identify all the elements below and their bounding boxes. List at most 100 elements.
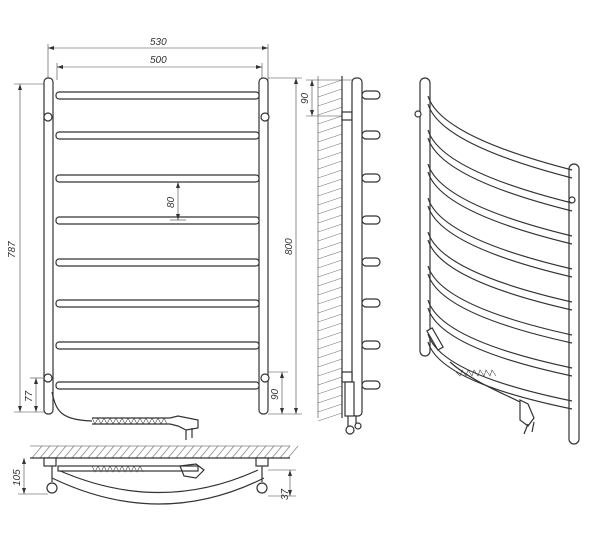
hatch-line — [39, 445, 51, 459]
hatch-line — [317, 169, 343, 179]
hatch-line — [317, 394, 343, 404]
hatch-line — [317, 106, 343, 116]
hatch-line — [317, 412, 343, 422]
side-rail-stub — [361, 340, 381, 350]
hatch-line — [317, 295, 343, 305]
hatch-line — [317, 241, 343, 251]
dim-overall-width: 530 — [150, 37, 167, 48]
hatch-line — [317, 187, 343, 197]
perspective-rails — [427, 95, 573, 410]
hatch-line — [317, 124, 343, 134]
hatch-line — [317, 403, 343, 413]
hatch-line — [279, 445, 291, 459]
hatch-line — [63, 445, 75, 459]
hatch-line — [143, 445, 155, 459]
hatch-line — [317, 151, 343, 161]
side-rail-stub — [361, 215, 381, 225]
hatch-line — [239, 445, 251, 459]
hatch-line — [47, 445, 59, 459]
perspective-rail-edge — [427, 333, 573, 402]
hatch-line — [317, 97, 343, 107]
hatch-line — [263, 445, 275, 459]
dim-rail-spacing: 80 — [166, 196, 177, 208]
hatch-line — [317, 277, 343, 287]
front-rail — [55, 174, 260, 183]
hatch-line — [111, 445, 123, 459]
hatch-line — [317, 385, 343, 395]
hatch-line — [317, 223, 343, 233]
hatch-line — [255, 445, 267, 459]
hatch-line — [317, 142, 343, 152]
hatch-line — [317, 79, 343, 89]
hatch-line — [287, 445, 299, 459]
side-rail-stub — [361, 130, 381, 140]
hatch-line — [317, 115, 343, 125]
dim-center-width: 500 — [150, 55, 167, 66]
hatch-line — [207, 445, 219, 459]
hatch-line — [317, 232, 343, 242]
hatch-line — [159, 445, 171, 459]
wall-hatch — [317, 79, 343, 422]
perspective-rail-edge — [427, 197, 573, 270]
hatch-line — [175, 445, 187, 459]
front-rail — [55, 299, 260, 308]
side-rail-stubs — [361, 90, 381, 390]
perspective-rail-edge — [427, 95, 573, 171]
hatch-line — [79, 445, 91, 459]
perspective-rail-edge — [427, 265, 573, 336]
dim-overall-height: 787 — [7, 241, 18, 258]
hatch-line — [167, 445, 179, 459]
dim-top-offset: 90 — [300, 92, 311, 104]
side-rail-stub — [361, 298, 381, 308]
front-rail — [55, 91, 260, 100]
dim-bottom-offset: 90 — [270, 388, 281, 400]
perspective-rail-edge — [427, 231, 573, 303]
hatch-line — [317, 268, 343, 278]
hatch-line — [317, 88, 343, 98]
side-rail-stub — [361, 257, 381, 267]
hatch-line — [119, 445, 131, 459]
front-rails — [55, 91, 260, 390]
perspective-rail-edge — [427, 341, 573, 410]
dim-depth-total: 105 — [12, 469, 23, 486]
top-view: 105 37 — [12, 445, 299, 505]
hatch-line — [135, 445, 147, 459]
hatch-line — [199, 445, 211, 459]
hatch-line — [317, 349, 343, 359]
hatch-line — [317, 340, 343, 350]
hatch-line — [317, 259, 343, 269]
hatch-line — [317, 322, 343, 332]
side-rail-stub — [361, 173, 381, 183]
hatch-line — [317, 331, 343, 341]
perspective-rail-edge — [427, 163, 573, 237]
hatch-line — [317, 133, 343, 143]
hatch-line — [317, 214, 343, 224]
hatch-line — [127, 445, 139, 459]
hatch-line — [247, 445, 259, 459]
perspective-rail-edge — [427, 137, 573, 212]
perspective-rail-edge — [427, 307, 573, 377]
perspective-rail-edge — [427, 205, 573, 278]
top-wall-hatch — [31, 445, 299, 459]
front-rail — [55, 131, 260, 140]
hatch-line — [317, 205, 343, 215]
hatch-line — [191, 445, 203, 459]
hatch-line — [317, 358, 343, 368]
hatch-line — [31, 445, 43, 459]
side-rail-stub — [361, 90, 381, 100]
hatch-line — [55, 445, 67, 459]
hatch-line — [183, 445, 195, 459]
hatch-line — [317, 160, 343, 170]
hatch-line — [103, 445, 115, 459]
hatch-line — [317, 376, 343, 386]
perspective-rail-edge — [427, 129, 573, 204]
hatch-line — [87, 445, 99, 459]
front-view: 530 500 80 787 77 — [7, 37, 302, 440]
perspective-rail-edge — [427, 273, 573, 344]
dim-center-height: 800 — [284, 238, 295, 255]
hatch-line — [231, 445, 243, 459]
dim-depth-side: 37 — [280, 488, 291, 500]
front-rail — [55, 381, 260, 390]
